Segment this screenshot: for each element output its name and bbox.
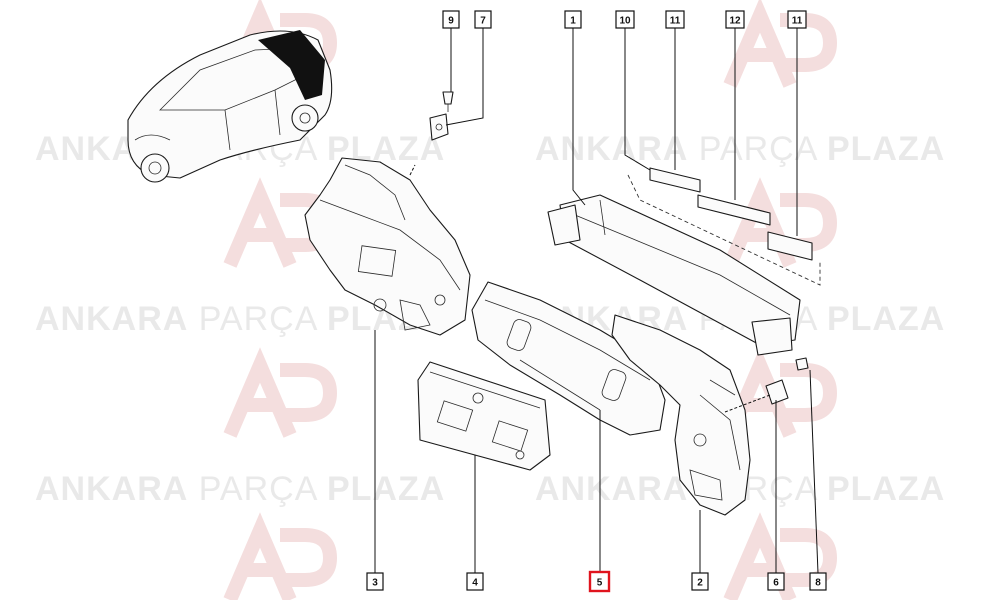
watermark-word-plaza: PLAZA <box>327 470 445 508</box>
part-4-rear-panel <box>417 361 551 471</box>
callout-1-label: 1 <box>570 16 576 27</box>
callout-4-label: 4 <box>472 578 478 589</box>
callout-5[interactable]: 5 <box>588 570 611 593</box>
callout-8[interactable]: 8 <box>809 572 827 591</box>
callout-11-label: 11 <box>670 16 681 27</box>
part-3-quarter-inner-panel <box>304 157 471 336</box>
callout-7-label: 7 <box>480 16 486 27</box>
watermark-word-ankara: ANKARA <box>35 470 188 508</box>
callout-3[interactable]: 3 <box>366 572 384 591</box>
watermark-word-ankara: ANKARA <box>535 130 688 168</box>
svg-text:ANKARA PARÇA PLAZA: ANKARA PARÇA PLAZA <box>35 470 445 508</box>
part-2-quarter-inner-panel-right <box>611 314 751 516</box>
car-rear-highlight <box>258 30 325 100</box>
watermark-word-parca: PARÇA <box>199 300 318 338</box>
callout-7[interactable]: 7 <box>474 10 492 29</box>
part-10-foam-strip <box>649 167 701 193</box>
callout-5-label: 5 <box>597 578 603 589</box>
callout-12[interactable]: 12 <box>725 10 745 29</box>
part-5-rear-floor-crossmember <box>471 281 666 436</box>
part-7-bracket <box>429 113 449 141</box>
watermark-word-parca: PARÇA <box>199 470 318 508</box>
callout-3-label: 3 <box>372 578 378 589</box>
callout-11-second[interactable]: 11 <box>787 10 807 29</box>
callout-4[interactable]: 4 <box>466 572 484 591</box>
car-thumbnail-icon <box>127 30 333 183</box>
svg-text:ANKARA PARÇA PLAZA: ANKARA PARÇA PLAZA <box>535 130 945 168</box>
leader-lines <box>374 28 819 574</box>
foam-strip-dashed-group <box>627 174 821 286</box>
watermark-word-parca: PARÇA <box>699 130 818 168</box>
callout-2[interactable]: 2 <box>691 572 709 591</box>
callout-11-label: 11 <box>792 16 803 27</box>
callout-8-label: 8 <box>815 578 821 589</box>
part-1-rear-cross-beam <box>547 194 801 356</box>
part-6-small-bracket <box>765 379 789 405</box>
callout-2-label: 2 <box>697 578 703 589</box>
callout-12-label: 12 <box>729 16 741 27</box>
part-8-nut <box>795 357 809 371</box>
callout-9[interactable]: 9 <box>442 10 460 29</box>
callout-11-first[interactable]: 11 <box>665 10 685 29</box>
callout-10-label: 10 <box>619 16 631 27</box>
callout-6-label: 6 <box>773 578 779 589</box>
part-9-screw <box>442 91 454 112</box>
watermark-word-ankara: ANKARA <box>35 300 188 338</box>
part-12-foam-strip <box>697 194 771 226</box>
callout-6[interactable]: 6 <box>767 572 785 591</box>
watermark-word-plaza: PLAZA <box>827 470 945 508</box>
watermark-word-plaza: PLAZA <box>827 300 945 338</box>
callout-9-label: 9 <box>448 16 454 27</box>
callout-10[interactable]: 10 <box>615 10 635 29</box>
watermark-word-plaza: PLAZA <box>827 130 945 168</box>
part-11-foam-strip <box>767 231 813 261</box>
callout-1[interactable]: 1 <box>564 10 582 29</box>
watermark-word-ankara: ANKARA <box>535 470 688 508</box>
